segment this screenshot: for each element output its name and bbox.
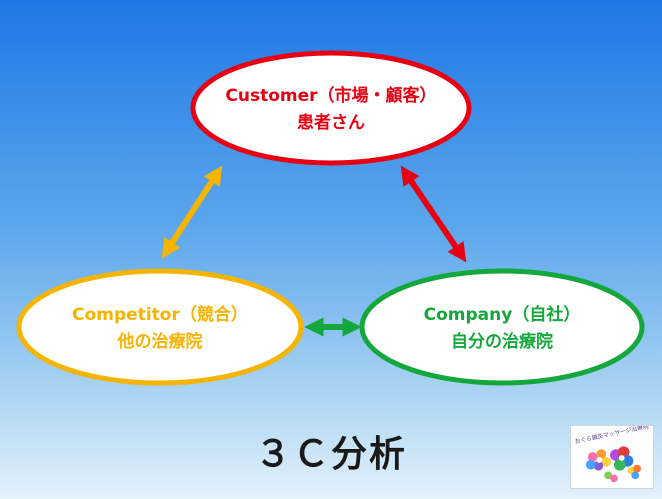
customer-node: Customer（市場・顧客） 患者さん bbox=[190, 50, 472, 166]
company-oval bbox=[359, 268, 645, 386]
company-sublabel: 自分の治療院 bbox=[451, 331, 553, 352]
company-label: Company（自社） bbox=[424, 304, 581, 325]
competitor-label: Competitor（競合） bbox=[72, 304, 248, 325]
company-node: Company（自社） 自分の治療院 bbox=[359, 268, 645, 386]
page-title: ３Ｃ分析 bbox=[254, 434, 407, 475]
arrow-customer-competitor bbox=[161, 165, 223, 259]
customer-oval bbox=[190, 50, 472, 166]
competitor-sublabel: 他の治療院 bbox=[117, 331, 203, 352]
flower-icon bbox=[585, 446, 642, 483]
arrow-customer-company bbox=[400, 165, 467, 263]
customer-sublabel: 患者さん bbox=[297, 112, 365, 133]
competitor-node: Competitor（競合） 他の治療院 bbox=[16, 268, 304, 386]
clinic-logo: おぐら鍼灸マッサージ治療院 bbox=[570, 425, 654, 489]
customer-label: Customer（市場・顧客） bbox=[225, 85, 436, 106]
clinic-logo-text: おぐら鍼灸マッサージ治療院 bbox=[574, 426, 649, 445]
competitor-oval bbox=[16, 268, 304, 386]
